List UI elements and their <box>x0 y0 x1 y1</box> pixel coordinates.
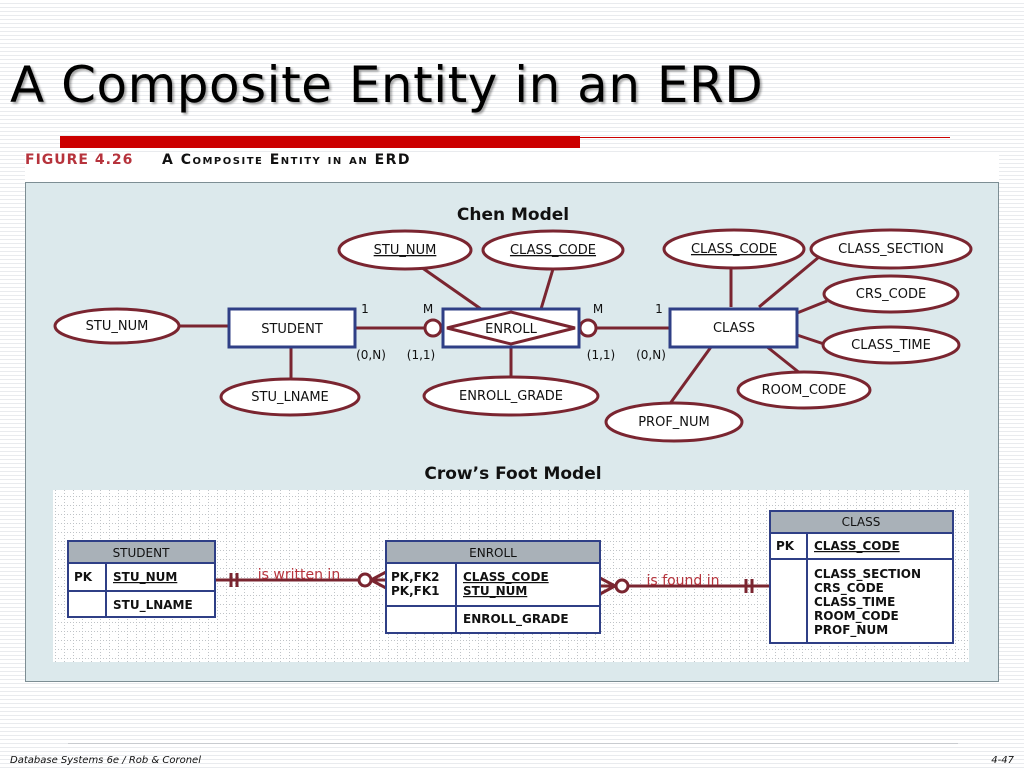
chen-attr-class-code[interactable]: CLASS_CODE <box>662 228 806 270</box>
figure-header: FIGURE 4.26 A Composite Entity in an ERD <box>25 152 999 183</box>
connectivity-enroll-left: M <box>423 302 433 316</box>
chen-attr-stu-num-key[interactable]: STU_NUM <box>337 229 473 271</box>
footer-rule <box>68 743 958 744</box>
crows-optional-right <box>614 578 630 594</box>
title-accent-bar <box>60 136 580 148</box>
crow-left-upper <box>370 570 387 582</box>
chen-attr-crs-code[interactable]: CRS_CODE <box>822 274 960 314</box>
chen-connectors <box>179 255 828 406</box>
crows-relationship-lines <box>215 570 770 596</box>
student-pk-label: PK <box>74 570 93 584</box>
chen-attr-stu-lname[interactable]: STU_LNAME <box>219 377 361 417</box>
chen-attr-crs-code-label: CRS_CODE <box>856 287 926 302</box>
slide-title: A Composite Entity in an ERD <box>10 56 764 114</box>
chen-entity-student-label: STUDENT <box>261 322 323 337</box>
class-pk-field: CLASS_CODE <box>814 539 900 554</box>
crow-right-lower <box>599 584 616 596</box>
student-table-name: STUDENT <box>113 546 171 560</box>
chen-attr-class-code-label: CLASS_CODE <box>691 242 777 257</box>
line-class-class-section <box>758 255 820 309</box>
line-class-prof-num <box>667 346 713 406</box>
chen-attr-class-time-label: CLASS_TIME <box>851 338 931 353</box>
crow-right-upper <box>599 576 616 588</box>
enroll-field-enroll-grade: ENROLL_GRADE <box>463 612 569 627</box>
chen-attr-stu-num-key-label: STU_NUM <box>374 243 437 258</box>
chen-attr-class-section[interactable]: CLASS_SECTION <box>809 228 973 270</box>
erd-diagram: Chen Model STUDENT ENRO <box>53 205 973 662</box>
crows-table-enroll[interactable]: ENROLL PK,FK2 PK,FK1 CLASS_CODE STU_NUM … <box>385 540 601 634</box>
enroll-key-field-class-code: CLASS_CODE <box>463 570 549 585</box>
class-field-crs-code: CRS_CODE <box>814 581 884 596</box>
chen-attr-stu-lname-label: STU_LNAME <box>251 390 329 405</box>
enroll-table-name: ENROLL <box>469 546 517 560</box>
line-stu-num-key-enroll <box>420 265 482 311</box>
class-field-prof-num: PROF_NUM <box>814 623 888 638</box>
cardinality-student: (0,N) <box>356 348 386 362</box>
crows-foot-heading: Crow’s Foot Model <box>424 464 601 484</box>
enroll-key-field-stu-num: STU_NUM <box>463 584 527 599</box>
chen-attr-enroll-grade-label: ENROLL_GRADE <box>459 389 563 404</box>
chen-attr-room-code-label: ROOM_CODE <box>762 383 847 398</box>
class-table-name: CLASS <box>842 515 881 529</box>
chen-entity-enroll-label: ENROLL <box>485 322 537 337</box>
class-field-room-code: ROOM_CODE <box>814 609 899 624</box>
chen-cardinality: (0,N) (1,1) (1,1) (0,N) <box>356 348 666 362</box>
chen-attr-class-time[interactable]: CLASS_TIME <box>821 325 961 365</box>
chen-attr-prof-num[interactable]: PROF_NUM <box>604 401 744 443</box>
crows-table-class[interactable]: CLASS PK CLASS_CODE CLASS_SECTION CRS_CO… <box>769 510 954 644</box>
chen-attr-class-code-key[interactable]: CLASS_CODE <box>481 229 625 271</box>
line-class-code-key-enroll <box>539 268 555 310</box>
chen-entity-class[interactable]: CLASS <box>668 307 799 349</box>
figure-title: A Composite Entity in an ERD <box>162 152 412 168</box>
connectivity-class: 1 <box>655 302 663 316</box>
chen-model-heading: Chen Model <box>457 205 569 225</box>
connectivity-enroll-right: M <box>593 302 603 316</box>
relationship-is-written-in: is written in <box>258 567 340 583</box>
class-field-class-section: CLASS_SECTION <box>814 567 921 582</box>
cardinality-class: (0,N) <box>636 348 666 362</box>
footer-book-title: Database Systems 6e / Rob & Coronel <box>10 755 201 766</box>
chen-attr-class-code-key-label: CLASS_CODE <box>510 243 596 258</box>
figure-panel: Chen Model STUDENT ENRO <box>25 182 999 682</box>
connectivity-student: 1 <box>361 302 369 316</box>
title-accent-line <box>580 137 950 138</box>
enroll-key-label-2: PK,FK1 <box>391 584 440 598</box>
chen-entity-enroll[interactable]: ENROLL <box>441 307 581 349</box>
cardinality-enroll-right: (1,1) <box>587 348 615 362</box>
chen-attr-enroll-grade[interactable]: ENROLL_GRADE <box>422 375 600 417</box>
line-class-crs-code <box>796 299 828 315</box>
enroll-key-label-1: PK,FK2 <box>391 570 440 584</box>
optional-circle-left <box>423 318 443 338</box>
chen-attr-class-section-label: CLASS_SECTION <box>838 242 944 257</box>
footer-page-number: 4-47 <box>991 755 1014 766</box>
student-pk-field: STU_NUM <box>113 570 177 585</box>
chen-attr-stu-num[interactable]: STU_NUM <box>53 307 181 345</box>
crows-optional-left <box>357 572 373 588</box>
chen-entity-student[interactable]: STUDENT <box>227 307 357 349</box>
chen-entity-class-label: CLASS <box>713 321 755 336</box>
chen-attr-room-code[interactable]: ROOM_CODE <box>736 370 872 410</box>
class-pk-label: PK <box>776 539 795 553</box>
line-class-room-code <box>765 344 802 376</box>
relationship-is-found-in: is found in <box>647 573 720 589</box>
figure-number: FIGURE 4.26 <box>25 152 134 168</box>
crows-table-student[interactable]: STUDENT PK STU_NUM STU_LNAME <box>67 540 216 618</box>
chen-connectivity: 1 M M 1 <box>361 302 663 316</box>
optional-circle-right <box>578 318 598 338</box>
class-field-class-time: CLASS_TIME <box>814 595 895 610</box>
crow-left-lower <box>370 578 387 590</box>
cardinality-enroll-left: (1,1) <box>407 348 435 362</box>
chen-attr-stu-num-label: STU_NUM <box>86 319 149 334</box>
chen-attr-prof-num-label: PROF_NUM <box>638 415 710 430</box>
student-field-stu-lname: STU_LNAME <box>113 598 193 613</box>
